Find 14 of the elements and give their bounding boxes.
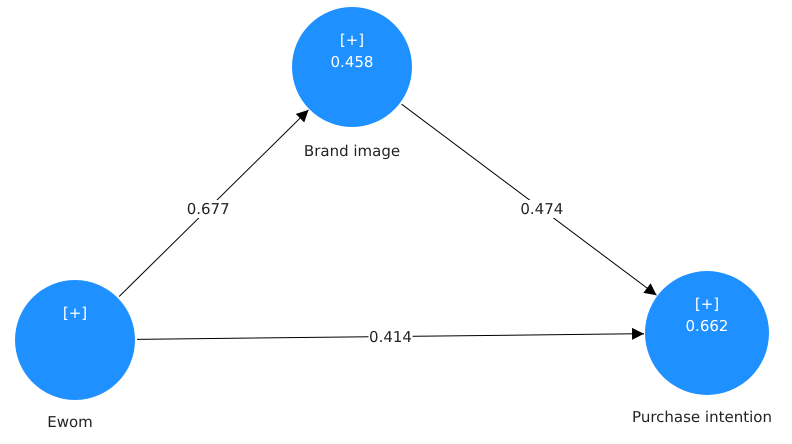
r-squared-value: 0.458 [330,52,374,73]
construct-label: Brand image [304,142,400,160]
r-squared-value: 0.662 [686,316,728,337]
path-coefficient: 0.414 [368,328,413,346]
arrow [401,104,658,296]
expand-marker: [+] [62,303,88,324]
construct-label: Ewom [47,413,93,431]
expand-marker: [+] [340,30,364,51]
construct-label: Purchase intention [632,408,772,426]
arrow [118,109,310,297]
path-coefficient: 0.474 [519,200,564,218]
expand-marker: [+] [694,294,720,315]
arrow [136,328,644,340]
path-coefficient: 0.677 [186,200,231,218]
